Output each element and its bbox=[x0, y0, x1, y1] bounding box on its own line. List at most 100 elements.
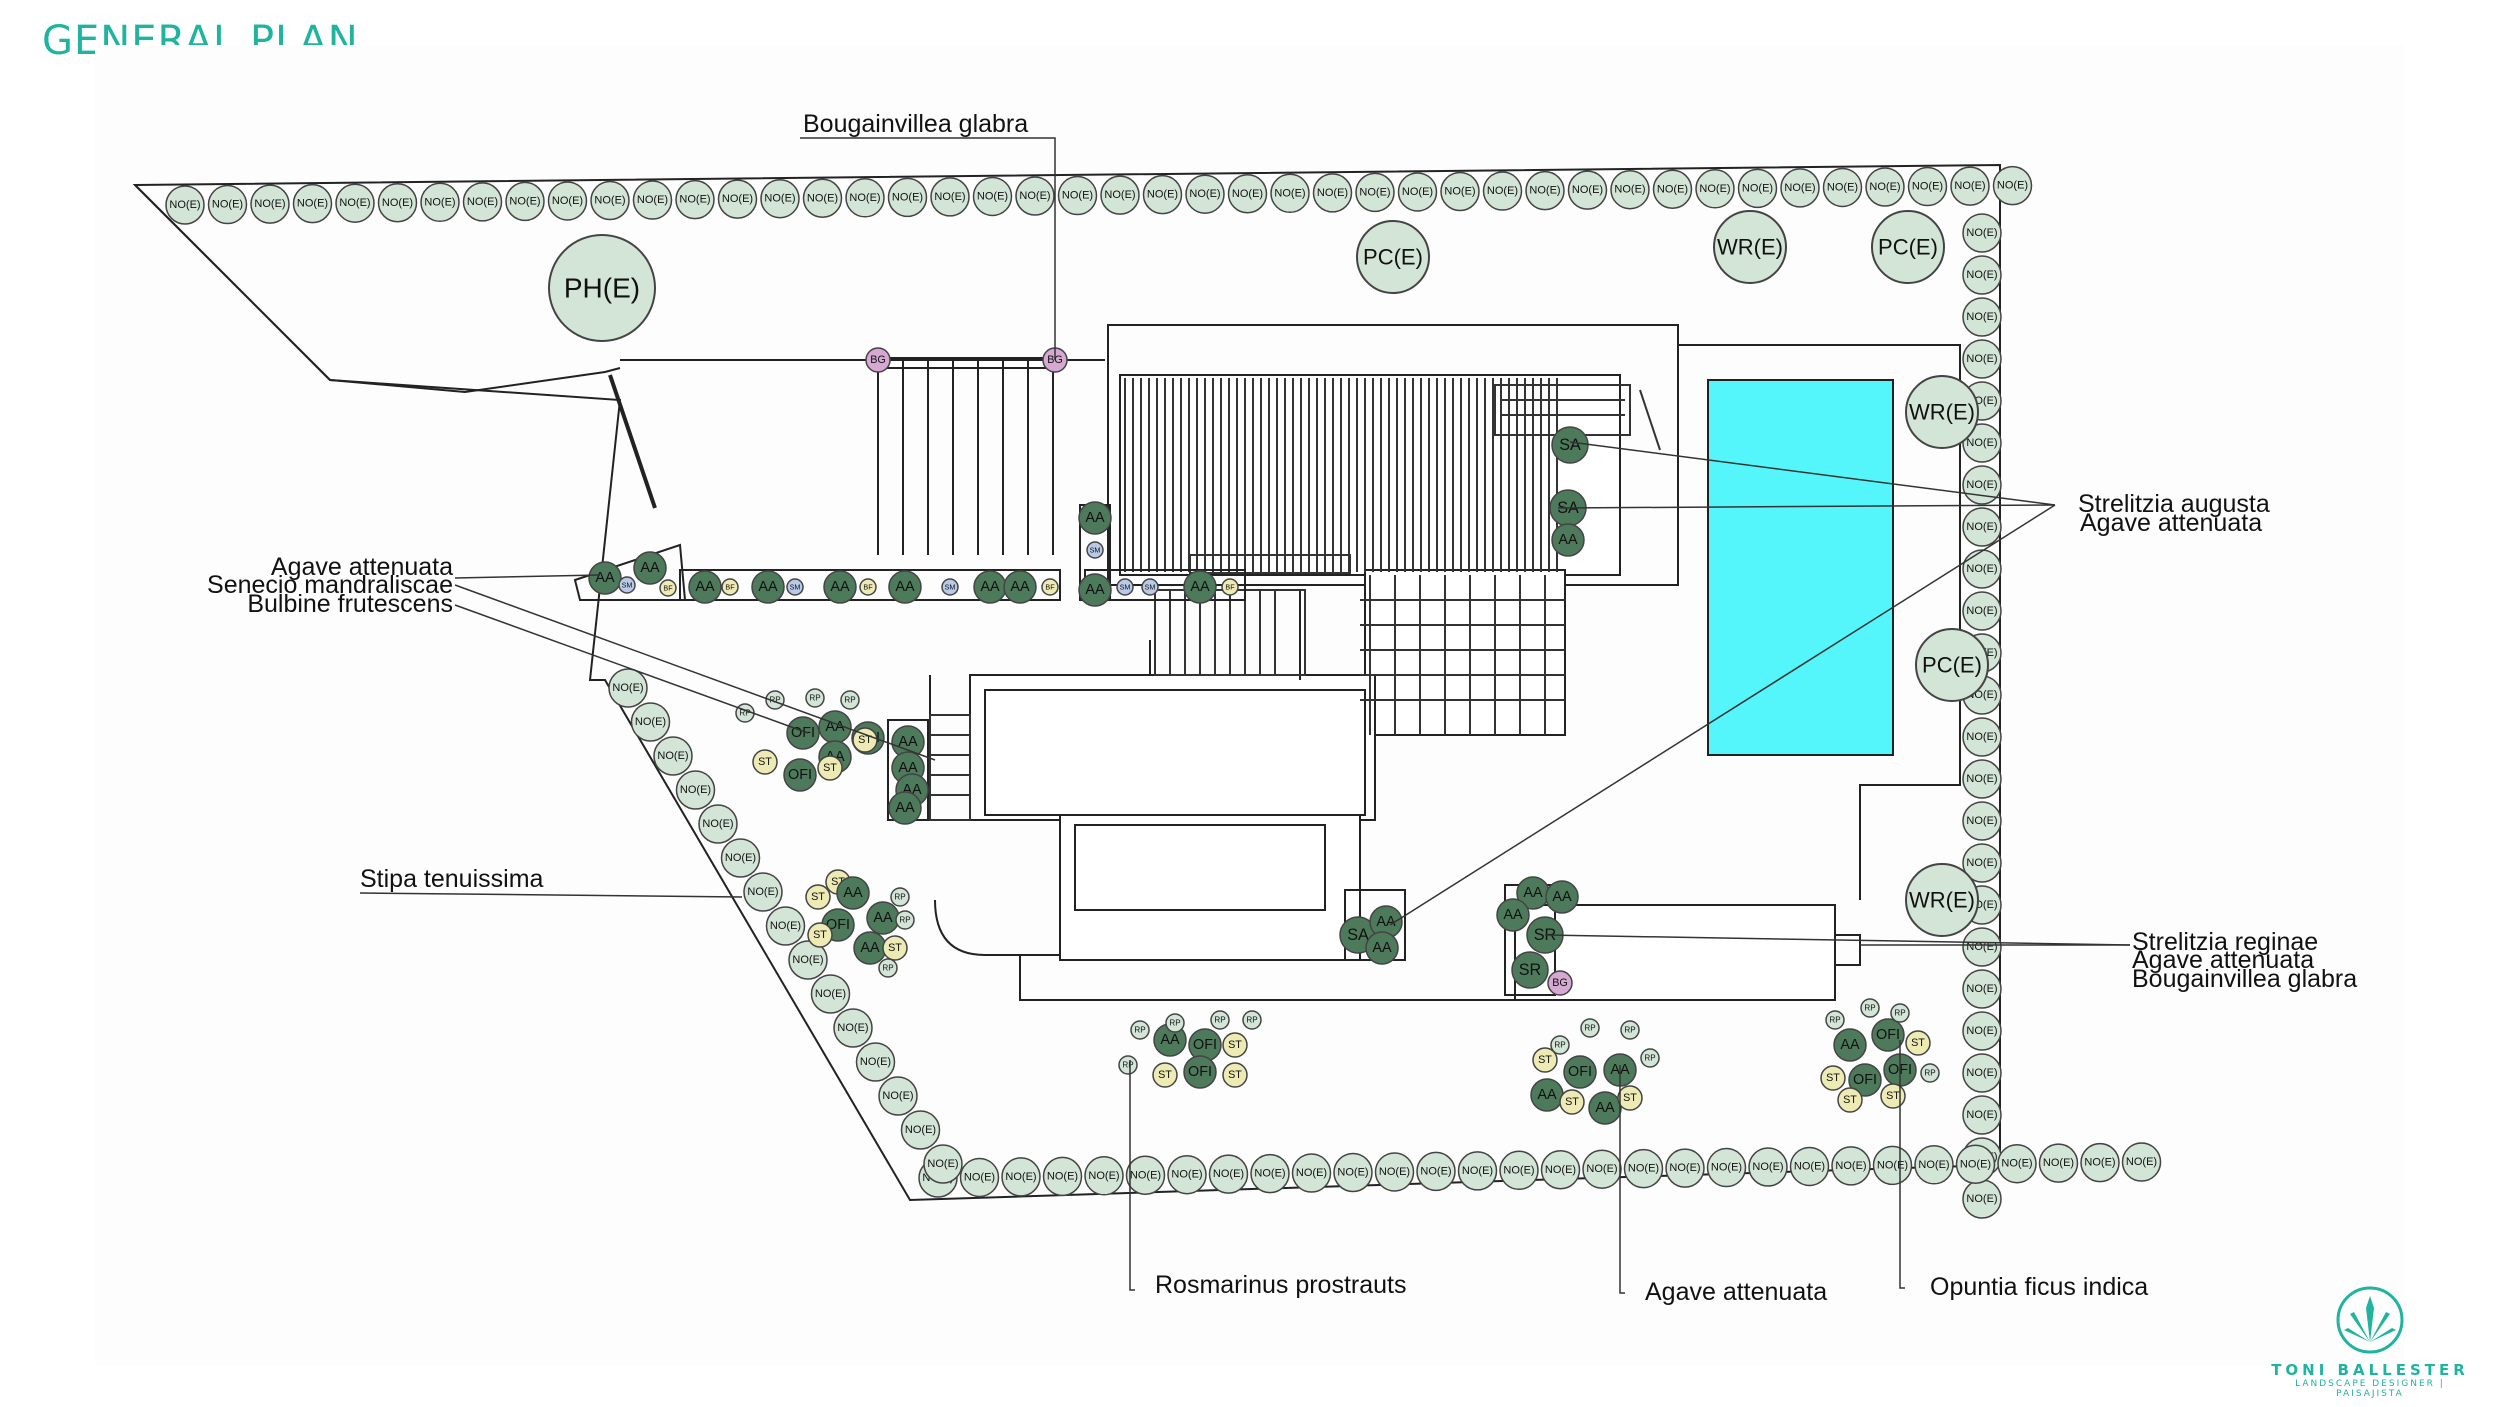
shrub-st-plant bbox=[752, 749, 778, 775]
shrub-aa-code: AA bbox=[873, 910, 893, 926]
shrub-aa-code: AA bbox=[1503, 907, 1523, 923]
hedge-bottom-code: NO(E) bbox=[1835, 1160, 1866, 1172]
shrub-st-code: ST bbox=[1158, 1069, 1172, 1081]
hedge-right-code: NO(E) bbox=[1966, 1109, 1997, 1121]
tree-ph-label: PH(E) bbox=[564, 273, 640, 304]
shrub-rp-plant bbox=[1550, 1035, 1570, 1055]
shrub-aa-code: AA bbox=[1537, 1087, 1557, 1103]
large-trees: PH(E) PC(E) WR(E) PC(E) WR(E) PC(E) WR(E… bbox=[548, 210, 1989, 937]
hedge-bottom-code: NO(E) bbox=[2126, 1156, 2157, 1168]
shrub-aa-code: AA bbox=[898, 760, 918, 776]
shrub-st-code: ST bbox=[888, 942, 902, 954]
hedge-left-code: NO(E) bbox=[702, 818, 733, 830]
hedge-top-code: NO(E) bbox=[1402, 186, 1433, 198]
hedge-bottom-plant bbox=[2080, 1142, 2120, 1183]
shrub-bg-code: BG bbox=[870, 354, 886, 366]
hedge-top-code: NO(E) bbox=[637, 194, 668, 206]
hedge-right-plant bbox=[1962, 255, 2002, 295]
shrub-rp-code: RP bbox=[769, 696, 780, 705]
hedge-top-code: NO(E) bbox=[764, 193, 795, 205]
hedge-bottom-code: NO(E) bbox=[1545, 1164, 1576, 1176]
hedge-bottom-code: NO(E) bbox=[2043, 1157, 2074, 1169]
shrub-rp-code: RP bbox=[1122, 1061, 1133, 1070]
label-rosmarinus: Rosmarinus prostrauts bbox=[1155, 1271, 1406, 1299]
hedge-right-code: NO(E) bbox=[1966, 1025, 1997, 1037]
leader-lines bbox=[359, 137, 2131, 1294]
hedge-top-code: NO(E) bbox=[892, 191, 923, 203]
hedge-top-code: NO(E) bbox=[1147, 189, 1178, 201]
hedge-left-plant bbox=[923, 1144, 963, 1184]
shrub-rp-code: RP bbox=[844, 696, 855, 705]
hedge-top-plant bbox=[590, 180, 630, 221]
hedge-right-plant bbox=[1962, 717, 2002, 757]
label-agave-right2: Agave attenuata bbox=[2132, 946, 2314, 974]
hedge-bottom-plant bbox=[2038, 1143, 2079, 1183]
hedge-right-plant bbox=[1962, 297, 2002, 337]
hedge-bottom-code: NO(E) bbox=[1337, 1167, 1368, 1179]
hedge-left-code: NO(E) bbox=[860, 1056, 891, 1068]
house-structure bbox=[929, 324, 1961, 1001]
shrub-rp-code: RP bbox=[1169, 1019, 1180, 1028]
hedge-right-code: NO(E) bbox=[1966, 773, 1997, 785]
hedge-left-code: NO(E) bbox=[612, 682, 643, 694]
hedge-top-plant bbox=[1737, 168, 1778, 209]
hedge-bottom-code: NO(E) bbox=[1752, 1161, 1783, 1173]
shrub-rp-code: RP bbox=[899, 916, 910, 925]
hedge-top: NO(E) NO(E) NO(E) NO(E) NO(E) NO(E) NO(E) NO(E)… bbox=[165, 165, 2033, 225]
hedge-right-code: NO(E) bbox=[1966, 815, 1997, 827]
shrub-bf-plant bbox=[659, 579, 677, 597]
shrub-aa-plant bbox=[1078, 501, 1112, 535]
hedge-top-code: NO(E) bbox=[1742, 182, 1773, 194]
shrub-aa-plant bbox=[1545, 880, 1579, 914]
hedge-right-plant bbox=[1962, 759, 2002, 799]
shrub-rp-plant bbox=[840, 690, 860, 710]
gate-line bbox=[608, 374, 657, 509]
hedge-left-plant bbox=[855, 1042, 896, 1082]
shrub-rp-plant bbox=[1825, 1010, 1845, 1030]
hedge-top-code: NO(E) bbox=[1784, 182, 1815, 194]
hedge-left-code: NO(E) bbox=[657, 750, 688, 762]
hedge-top-code: NO(E) bbox=[467, 196, 498, 208]
shrub-rp-plant bbox=[1118, 1055, 1138, 1075]
label-senecio: Senecio mandraliscae bbox=[207, 571, 453, 599]
tree-wr-label-3: WR(E) bbox=[1909, 888, 1975, 913]
hedge-bottom-code: NO(E) bbox=[1047, 1170, 1078, 1182]
shrub-ofi-code: OFI bbox=[1568, 1064, 1592, 1080]
hedge-top-plant bbox=[1015, 176, 1055, 216]
shrub-rp-plant bbox=[1165, 1013, 1185, 1033]
shrub-rp-plant bbox=[890, 887, 910, 907]
hedge-bottom-plant bbox=[1540, 1150, 1581, 1190]
hedge-top-code: NO(E) bbox=[934, 191, 965, 203]
agave-logo-icon bbox=[2336, 1286, 2404, 1354]
hedge-left-code: NO(E) bbox=[837, 1022, 868, 1034]
shrub-st-code: ST bbox=[1843, 1094, 1857, 1106]
shrub-aa-code: AA bbox=[895, 800, 915, 816]
shrub-sm-code: SM bbox=[790, 583, 801, 592]
tree-wr-label-2: WR(E) bbox=[1909, 400, 1975, 425]
shrub-st-plant bbox=[1905, 1030, 1931, 1056]
hedge-top-code: NO(E) bbox=[722, 193, 753, 205]
shrub-aa-code: AA bbox=[1376, 914, 1396, 930]
shrub-sa-code: SA bbox=[1559, 436, 1581, 454]
shrub-bf-code: BF bbox=[725, 583, 735, 592]
shrub-aa-code: AA bbox=[758, 579, 778, 595]
shrub-sm-code: SM bbox=[1120, 583, 1131, 592]
hedge-top-plant bbox=[1312, 173, 1353, 213]
hedge-bottom-code: NO(E) bbox=[1088, 1170, 1119, 1182]
shrub-rp-code: RP bbox=[1924, 1069, 1935, 1078]
hedge-top-code: NO(E) bbox=[1954, 180, 1985, 192]
shrub-st-plant bbox=[1152, 1062, 1178, 1088]
hedge-bottom-code: NO(E) bbox=[1794, 1160, 1825, 1172]
hedge-bottom-code: NO(E) bbox=[1171, 1169, 1202, 1181]
hedge-top-code: NO(E) bbox=[594, 195, 625, 207]
shrub-sm-code: SM bbox=[945, 583, 956, 592]
hedge-bottom-plant bbox=[1416, 1151, 1456, 1192]
hedge-top-code: NO(E) bbox=[212, 199, 243, 211]
pergola-terrace bbox=[1360, 575, 1565, 735]
hedge-left-plant bbox=[675, 770, 716, 810]
hedge-top-plant bbox=[1227, 174, 1268, 214]
shrub-aa-plant bbox=[1078, 573, 1112, 607]
hedge-top-code: NO(E) bbox=[1274, 187, 1305, 199]
shrub-sr-plant bbox=[1511, 951, 1549, 989]
hedge-bottom-plant bbox=[1208, 1154, 1249, 1194]
